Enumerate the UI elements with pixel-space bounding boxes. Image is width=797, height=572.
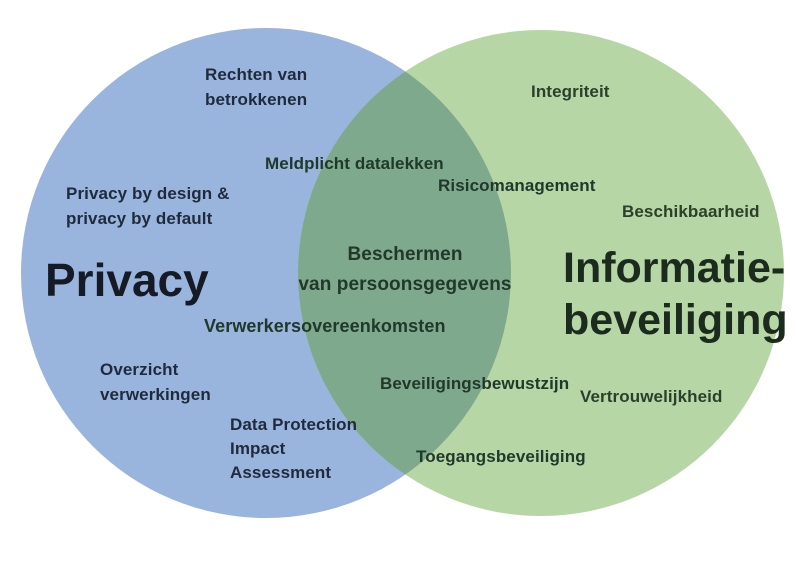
label-beschermen-van-persoonsgegevens: Beschermen van persoonsgegevens [298, 244, 512, 295]
label-beveiligingsbewustzijn: Beveiligingsbewustzijn [380, 374, 570, 393]
label-beschikbaarheid: Beschikbaarheid [622, 202, 760, 221]
infosec-title: Informatie- beveiliging [563, 244, 788, 344]
label-toegangsbeveiliging: Toegangsbeveiliging [416, 447, 586, 466]
label-privacy-by-design-default: Privacy by design & privacy by default [66, 184, 230, 228]
label-integriteit: Integriteit [531, 82, 610, 101]
label-meldplicht-datalekken: Meldplicht datalekken [265, 154, 444, 173]
label-vertrouwelijkheid: Vertrouwelijkheid [580, 387, 723, 406]
label-overzicht-verwerkingen: Overzicht verwerkingen [100, 360, 211, 404]
overlap-region [298, 30, 511, 516]
label-risicomanagement: Risicomanagement [438, 176, 596, 195]
label-data-protection-impact-assessment: Data Protection Impact Assessment [230, 415, 358, 482]
privacy-title: Privacy [45, 254, 209, 306]
label-rechten-van-betrokkenen: Rechten van betrokkenen [205, 65, 308, 109]
label-verwerkersovereenkomsten: Verwerkersovereenkomsten [204, 316, 446, 336]
